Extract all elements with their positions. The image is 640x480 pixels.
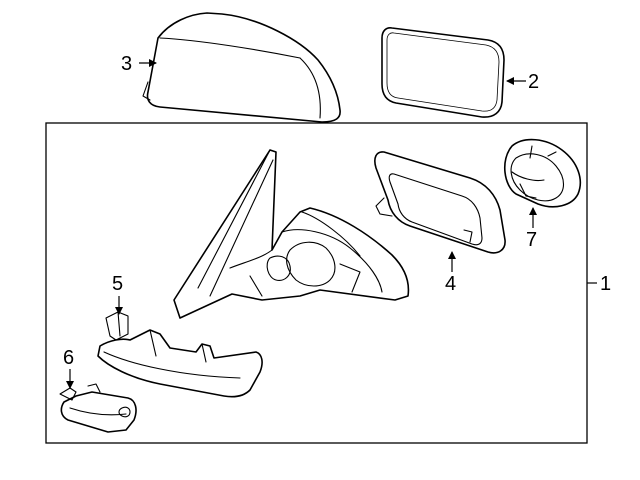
mirror-cover-part[interactable] [142, 12, 341, 123]
motor-unit-part[interactable] [504, 138, 582, 208]
callout-2: 2 [528, 71, 539, 93]
turn-signal-lamp-part[interactable] [59, 383, 137, 433]
mirror-glass-backing-part[interactable] [374, 151, 506, 254]
callout-labels: 1 2 3 4 5 6 7 [63, 53, 611, 369]
mirror-base-housing[interactable] [173, 149, 410, 319]
callout-7: 7 [526, 229, 537, 251]
callout-6: 6 [63, 347, 74, 369]
mirror-glass-part[interactable] [381, 27, 505, 118]
callout-leaders [66, 59, 597, 389]
lower-trim-cover-part[interactable] [97, 311, 263, 398]
callout-5: 5 [112, 273, 123, 295]
callout-1: 1 [600, 273, 611, 295]
callout-4: 4 [445, 273, 456, 295]
callout-3: 3 [121, 53, 132, 75]
